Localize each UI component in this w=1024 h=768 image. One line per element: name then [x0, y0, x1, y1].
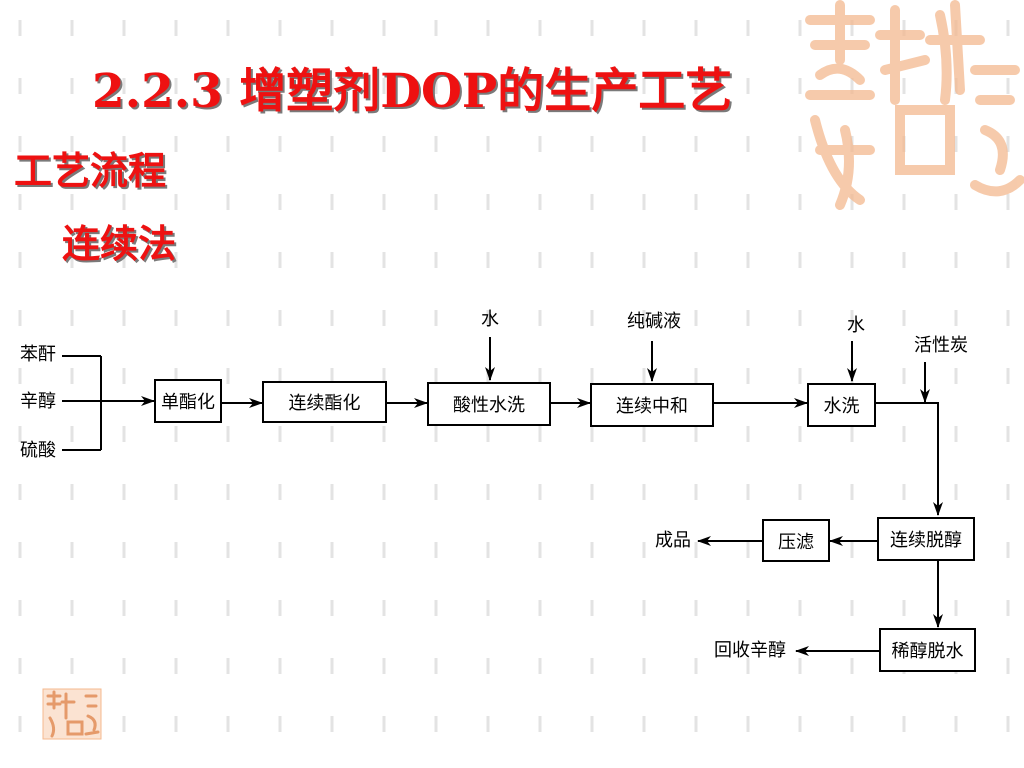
output-product: 成品: [655, 530, 691, 551]
section-heading: 工艺流程: [14, 148, 167, 193]
step-label: 酸性水洗: [453, 395, 525, 416]
step-water-wash: 水洗: [807, 383, 876, 427]
step-continuous-neutralization: 连续中和: [590, 383, 714, 427]
line-water-wash-out: [876, 402, 943, 516]
step-monoesterification: 单酯化: [154, 379, 222, 423]
input-sulfuric-acid: 硫酸: [20, 440, 56, 461]
page-title: 2.2.3 增塑剂DOP的生产工艺: [92, 64, 733, 119]
step-continuous-esterification: 连续酯化: [262, 381, 387, 423]
input-octanol: 辛醇: [20, 391, 56, 412]
step-pressure-filtration: 压滤: [762, 519, 830, 562]
additive-water-1: 水: [481, 309, 499, 330]
output-recovered-octanol: 回收辛醇: [714, 640, 786, 661]
step-label: 单酯化: [161, 392, 215, 413]
additive-soda-solution: 纯碱液: [627, 311, 681, 332]
step-label: 连续脱醇: [890, 530, 962, 551]
method-heading: 连续法: [62, 221, 177, 266]
step-label: 水洗: [823, 396, 860, 417]
step-continuous-dealcoholization: 连续脱醇: [877, 517, 975, 561]
additive-water-2: 水: [847, 315, 865, 336]
step-label: 稀醇脱水: [891, 641, 964, 662]
input-phthalic-anhydride: 苯酐: [20, 344, 56, 365]
watermark-seal-icon: [805, 0, 1024, 210]
step-dilute-alcohol-dehydration: 稀醇脱水: [879, 628, 976, 672]
step-label: 压滤: [778, 531, 814, 553]
small-logo-icon: [42, 688, 102, 740]
step-acid-water-wash: 酸性水洗: [427, 382, 551, 426]
additive-activated-carbon: 活性炭: [914, 335, 968, 356]
step-label: 连续中和: [616, 396, 688, 417]
step-label: 连续酯化: [288, 393, 361, 414]
